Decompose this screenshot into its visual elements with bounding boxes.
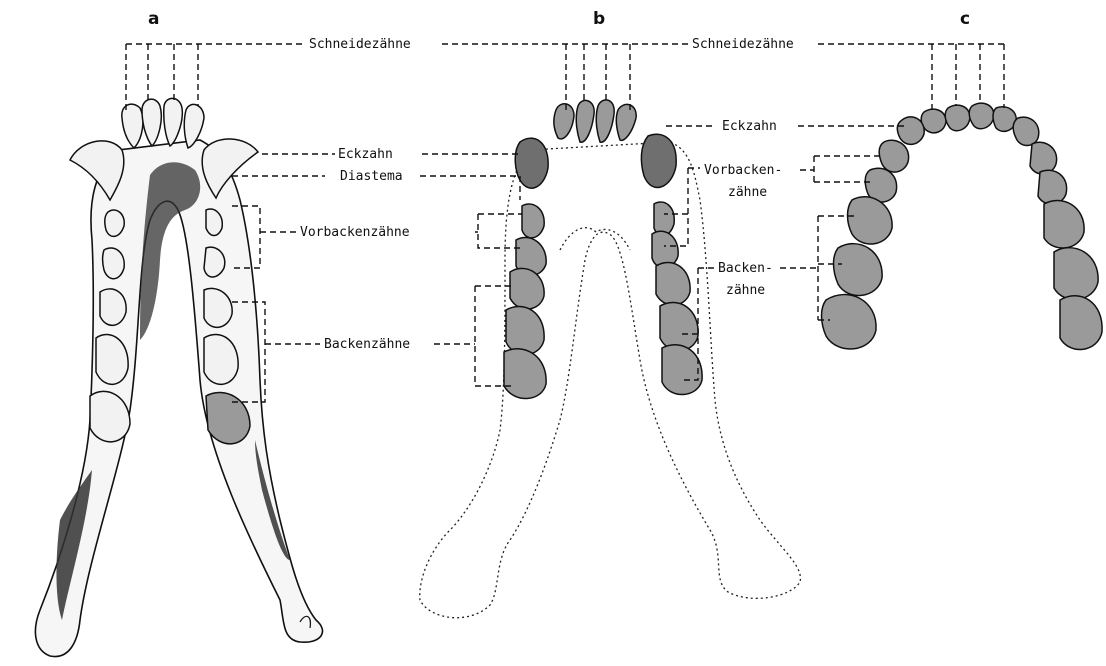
panel-label-a: a [148, 9, 159, 29]
jaw-c-molar-r1 [1044, 200, 1084, 248]
label-vorbacken-line2: zähne [728, 185, 767, 200]
jaw-b-bone-outline [420, 142, 801, 618]
jaw-c-incisor-1 [921, 109, 946, 133]
jaw-a-molar-l1 [100, 289, 126, 325]
label-backenzaehne: Backenzähne [324, 337, 410, 352]
jaw-b-incisor-4 [616, 104, 636, 140]
jaw-c [822, 103, 1103, 349]
jaw-c-molar-l2 [834, 244, 883, 296]
jaw-b-molar-l3 [504, 349, 546, 399]
jaw-b-incisor-1 [554, 104, 574, 139]
jaw-a-premolar-l2 [103, 248, 125, 279]
panel-label-b: b [593, 9, 605, 29]
jaw-c-canine-left [897, 117, 924, 145]
label-schneidezaehne-right: Schneidezähne [692, 37, 794, 52]
jaw-b-premolar-r1 [654, 202, 674, 236]
jaw-b-molar-l2 [506, 307, 544, 355]
jaw-c-premolar-l1 [879, 140, 908, 172]
jaw-c-molar-l3 [822, 295, 877, 349]
jaw-a-incisor-1 [122, 104, 143, 148]
jaw-b-incisor-2 [576, 100, 594, 142]
jaw-b-canine-right [641, 134, 676, 187]
jaw-c-incisor-3 [969, 103, 994, 129]
jaw-b-premolar-l1 [522, 204, 544, 238]
label-eckzahn-c: Eckzahn [722, 119, 777, 134]
jaw-a-incisor-2 [142, 99, 161, 146]
jaw-c-canine-right [1013, 117, 1039, 145]
jaw-a-incisor-3 [164, 98, 183, 146]
jaw-a [35, 98, 322, 656]
jaw-c-molar-r2 [1054, 248, 1098, 300]
jaw-c-premolar-r1 [1030, 142, 1057, 174]
jaw-c-incisor-2 [945, 105, 970, 131]
jaw-b-incisor-3 [596, 100, 614, 142]
panel-label-c: c [960, 9, 970, 29]
label-diastema: Diastema [340, 169, 403, 184]
jaw-a-premolar-l1 [105, 210, 125, 236]
label-vorbacken-line1: Vorbacken- [704, 163, 782, 178]
jaw-b-molar-r2 [660, 303, 698, 351]
label-vorbackenzaehne: Vorbackenzähne [300, 225, 410, 240]
label-schneidezaehne-left: Schneidezähne [309, 37, 411, 52]
jaw-c-molar-r3 [1060, 296, 1102, 350]
jaw-c-premolar-r2 [1038, 170, 1067, 204]
jaw-b-inner-arch [560, 228, 630, 250]
jaw-b-molar-r3 [662, 345, 702, 395]
jaw-a-bone [35, 140, 322, 657]
jaw-b-molar-l1 [510, 268, 544, 309]
jaw-b-molar-r1 [656, 262, 690, 305]
jaw-c-molar-l1 [848, 197, 893, 244]
label-eckzahn-a: Eckzahn [338, 147, 393, 162]
label-backen-line2: zähne [726, 283, 765, 298]
label-backen-line1: Backen- [718, 261, 773, 276]
